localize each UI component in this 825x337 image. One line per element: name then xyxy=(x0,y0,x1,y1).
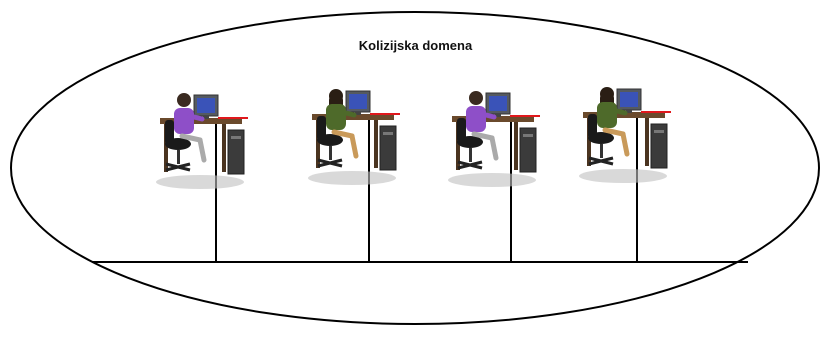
person-at-computer-icon xyxy=(448,91,540,187)
collision-domain-ellipse xyxy=(10,11,820,325)
person-at-computer-icon xyxy=(308,89,400,185)
person-at-computer-icon xyxy=(156,93,248,189)
diagram-title: Kolizijska domena xyxy=(358,38,473,53)
person-at-computer-icon xyxy=(579,87,671,183)
